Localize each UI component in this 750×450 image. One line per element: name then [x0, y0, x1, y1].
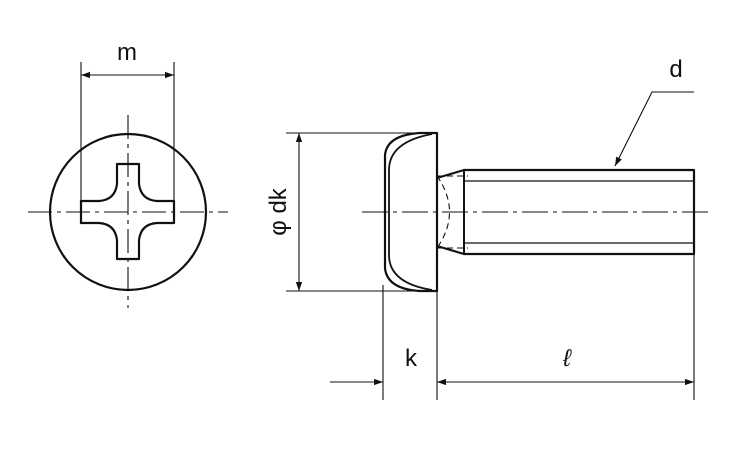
- k-label: k: [405, 345, 418, 372]
- l-label: ℓ: [562, 345, 572, 372]
- pan-head-inner-arc: [388, 133, 433, 291]
- screw-side-view: [286, 91, 712, 400]
- dk-label: φ dk: [265, 187, 292, 236]
- thread-outer-outline: [436, 168, 696, 256]
- phillips-cross-recess: [79, 162, 176, 261]
- m-label: m: [117, 39, 137, 66]
- head-top-view: [28, 62, 228, 308]
- d-label: d: [669, 56, 682, 83]
- d-leader-line: [614, 91, 694, 167]
- pan-head-outline: [383, 131, 439, 293]
